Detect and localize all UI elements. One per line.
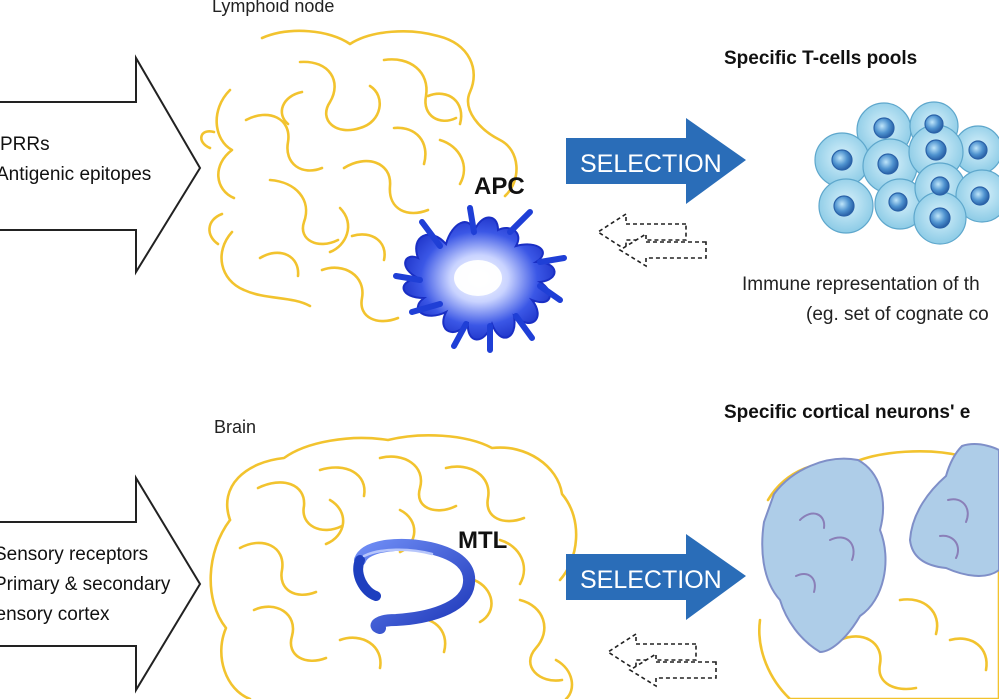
- input-arrow-bottom: [0, 474, 202, 694]
- brain-label: Brain: [214, 417, 256, 437]
- mtl-label: MTL: [458, 527, 507, 554]
- input-label-prrs: PRRs: [0, 134, 50, 155]
- cortical-area-frontal: [761, 457, 887, 654]
- selection-arrow-bottom: [566, 534, 746, 620]
- brain-tissue: [209, 434, 578, 699]
- lymphoid-node-label: Lymphoid node: [212, 0, 334, 16]
- input-label-primary-secondary: Primary & secondary: [0, 574, 171, 595]
- feedback-arrows-top: [596, 212, 707, 268]
- cortical-area-parietal: [908, 443, 999, 577]
- selection-label-top: SELECTION: [580, 150, 722, 178]
- input-arrow-top: [0, 54, 202, 276]
- cognate-cells-caption: (eg. set of cognate co: [806, 304, 989, 325]
- selection-label-bottom: SELECTION: [580, 566, 722, 594]
- t-cell-nuclei: [831, 114, 990, 229]
- apc-label: APC: [474, 173, 525, 200]
- selection-arrow-top: [566, 118, 746, 204]
- lymphoid-node-tissue: [200, 29, 518, 323]
- mtl-region: [353, 538, 476, 634]
- immune-representation-caption: Immune representation of th: [742, 274, 980, 295]
- t-cell-cluster: [814, 101, 999, 245]
- feedback-arrows-bottom: [606, 632, 717, 688]
- input-label-sensory-receptors: Sensory receptors: [0, 544, 148, 565]
- t-cells-pools-title: Specific T-cells pools: [724, 48, 917, 69]
- input-label-antigenic-epitopes: Antigenic epitopes: [0, 164, 151, 185]
- input-label-sensory-cortex: sensory cortex: [0, 604, 110, 625]
- apc-cell: [393, 205, 567, 353]
- cortical-neurons-title: Specific cortical neurons' e: [724, 402, 970, 423]
